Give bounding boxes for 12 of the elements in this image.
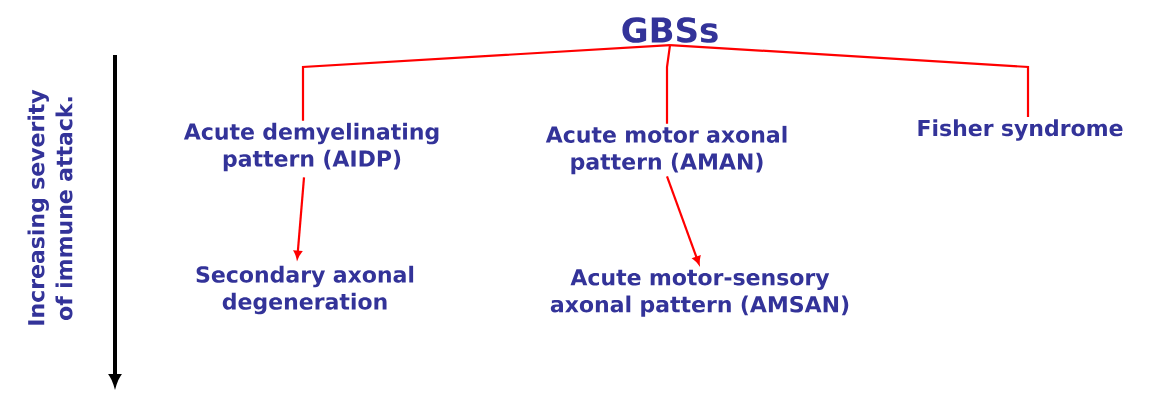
category-text: Acute motor axonal pattern (AMAN) bbox=[545, 125, 787, 175]
category-text: Secondary axonal degeneration bbox=[196, 265, 414, 315]
connector-line bbox=[301, 43, 671, 121]
category-text: Fisher syndrome bbox=[918, 119, 1123, 141]
title-text: GBSs bbox=[622, 17, 718, 43]
axis-label: Increasing severity of immune attack. bbox=[27, 89, 73, 325]
arrow bbox=[665, 175, 701, 265]
connector-line bbox=[665, 44, 672, 124]
arrow bbox=[293, 177, 306, 259]
connector-line bbox=[669, 43, 1030, 118]
category-text: Acute demyelinating pattern (AIDP) bbox=[183, 122, 439, 172]
category-text: Acute motor-sensory axonal pattern (AMSAN) bbox=[550, 269, 849, 317]
